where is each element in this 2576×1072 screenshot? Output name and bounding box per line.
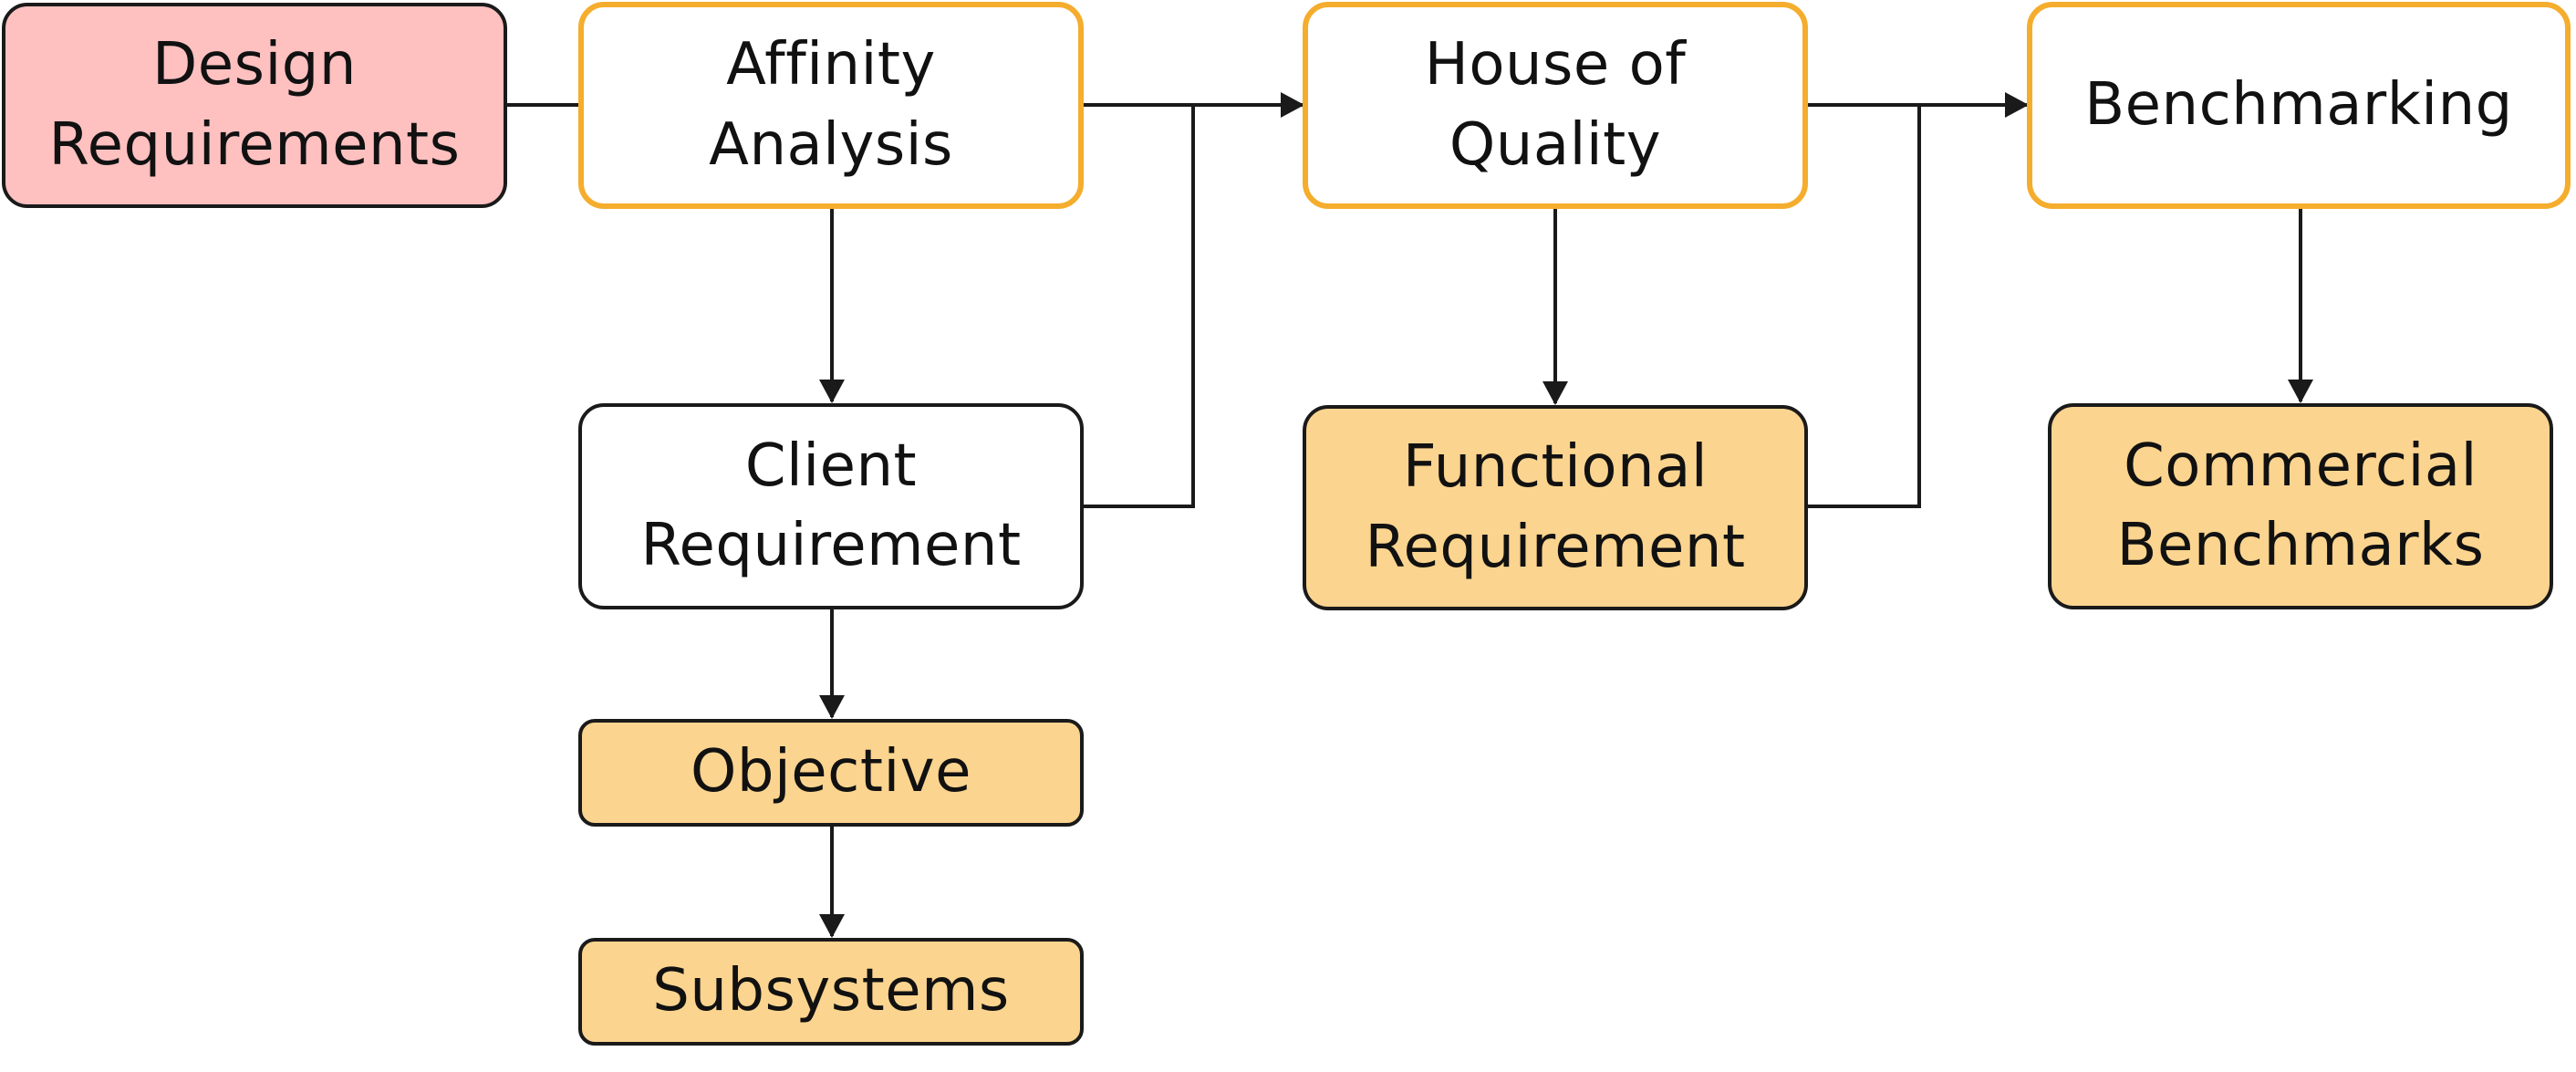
node-affinity-analysis: Affinity Analysis <box>578 2 1084 209</box>
node-functional-requirement: Functional Requirement <box>1303 405 1808 610</box>
node-subsystems-label: Subsystems <box>652 957 1010 1025</box>
edge-functional-requirement-to-benchmarking <box>1808 105 1921 508</box>
node-client-requirement-label: Client Requirement <box>640 432 1022 579</box>
node-functional-requirement-label: Functional Requirement <box>1365 433 1746 581</box>
node-subsystems: Subsystems <box>578 938 1084 1046</box>
edge-client-requirement-to-house-of-quality <box>1084 105 1195 508</box>
node-client-requirement: Client Requirement <box>578 403 1084 609</box>
arrowhead-into-objective <box>819 695 845 719</box>
node-commercial-benchmarks: Commercial Benchmarks <box>2048 403 2553 609</box>
node-objective-label: Objective <box>691 738 971 807</box>
node-house-of-quality: House of Quality <box>1303 2 1808 209</box>
node-benchmarking-label: Benchmarking <box>2084 70 2513 139</box>
node-house-of-quality-label: House of Quality <box>1424 31 1687 179</box>
arrowhead-into-commercial-benchmarks <box>2288 380 2313 403</box>
arrowhead-into-functional-requirement <box>1542 381 1568 405</box>
node-commercial-benchmarks-label: Commercial Benchmarks <box>2116 432 2485 579</box>
node-design-requirements: Design Requirements <box>2 3 507 208</box>
node-affinity-analysis-label: Affinity Analysis <box>709 31 953 179</box>
arrowhead-into-subsystems <box>819 914 845 938</box>
arrowhead-into-client-requirement <box>819 380 845 403</box>
node-design-requirements-label: Design Requirements <box>48 31 461 179</box>
node-benchmarking: Benchmarking <box>2027 2 2571 209</box>
arrowhead-into-house-of-quality-main <box>1281 92 1304 118</box>
arrowhead-into-benchmarking <box>2005 92 2029 118</box>
node-objective: Objective <box>578 719 1084 827</box>
